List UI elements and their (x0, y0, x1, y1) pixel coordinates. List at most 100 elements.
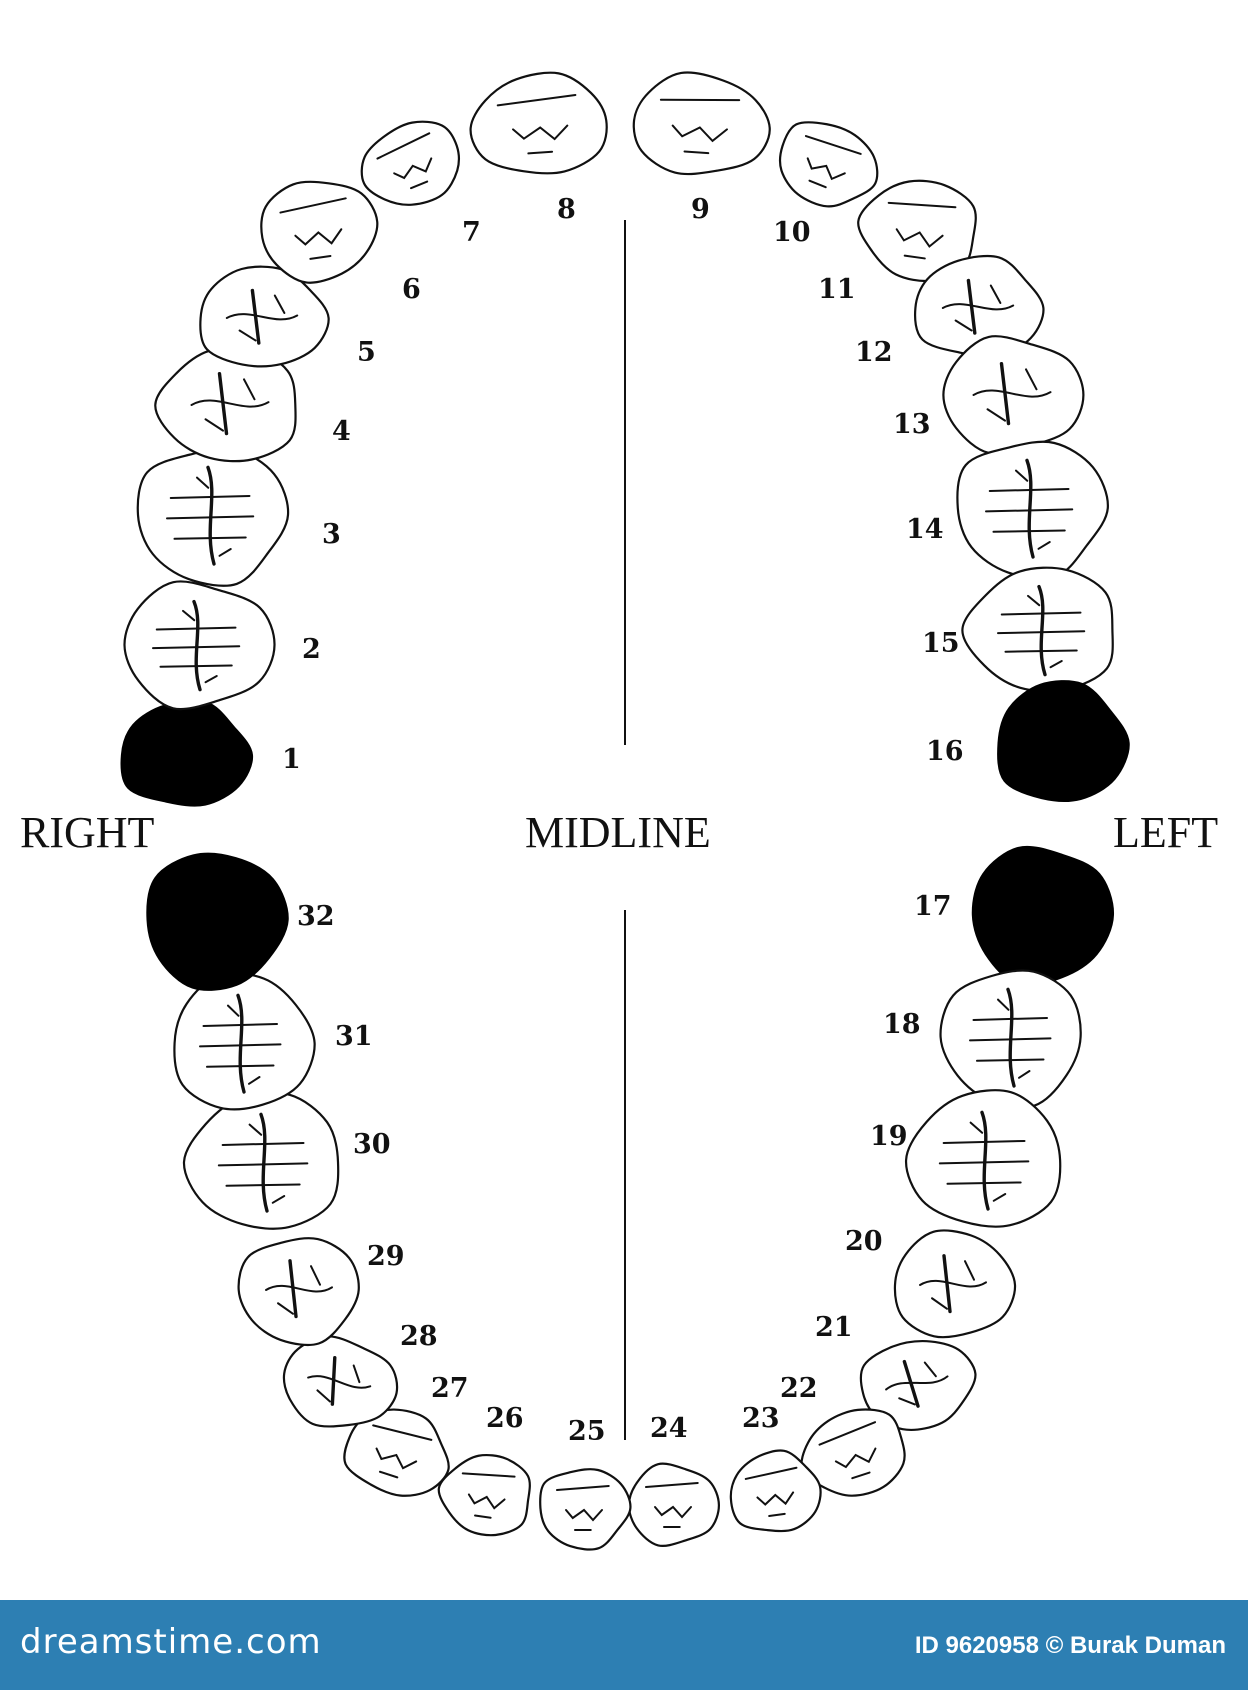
tooth-groove (273, 294, 286, 314)
tooth-number-6: 6 (402, 274, 421, 305)
tooth-2 (123, 580, 276, 711)
tooth-20 (893, 1229, 1017, 1339)
tooth-groove (556, 1485, 610, 1491)
tooth-groove (173, 536, 247, 540)
tooth-groove (227, 1004, 240, 1017)
tooth-outline-9 (632, 71, 771, 176)
tooth-groove (997, 630, 1086, 635)
tooth-groove (527, 150, 554, 155)
tooth-outline-16 (997, 680, 1130, 802)
tooth-9 (632, 71, 771, 176)
tooth-outline-1 (120, 699, 254, 807)
footer-credit: ID 9620958 © Burak Duman (914, 1632, 1226, 1659)
tooth-outline-17 (971, 845, 1115, 987)
tooth-groove (997, 998, 1010, 1011)
tooth-groove (972, 1016, 1048, 1021)
tooth-groove (496, 93, 577, 107)
tooth-groove (972, 389, 1052, 398)
tooth-22 (800, 1408, 906, 1497)
tooth-outline-25 (539, 1468, 632, 1551)
tooth-groove (992, 529, 1066, 533)
tooth-groove (756, 1491, 795, 1506)
tooth-outline-24 (627, 1462, 721, 1547)
tooth-groove (352, 1364, 361, 1384)
tooth-groove (169, 494, 251, 499)
tooth-groove (565, 1508, 603, 1522)
tooth-31 (173, 972, 316, 1111)
tooth-groove (964, 1260, 975, 1281)
tooth-outline-19 (904, 1089, 1062, 1228)
tooth-groove (159, 664, 233, 668)
tooth-groove (986, 408, 1006, 422)
tooth-groove (946, 1181, 1022, 1185)
tooth-groove (271, 1195, 286, 1204)
tooth-8 (469, 71, 608, 175)
tooth-groove (190, 399, 270, 408)
tooth-groove (898, 1397, 916, 1406)
tooth-14 (956, 440, 1109, 580)
tooth-groove (309, 255, 332, 260)
tooth-outline-7 (360, 120, 460, 206)
tooth-groove (166, 515, 255, 520)
tooth-groove (966, 278, 977, 335)
tooth-groove (248, 1123, 263, 1136)
tooth-groove (919, 1279, 987, 1288)
tooth-number-21: 21 (815, 1312, 853, 1343)
tooth-number-12: 12 (855, 337, 893, 368)
tooth-groove (238, 329, 257, 342)
tooth-groove (512, 124, 569, 141)
tooth-4 (154, 346, 297, 463)
midline-label: MIDLINE (525, 808, 711, 857)
tooth-groove (1025, 458, 1035, 559)
tooth-number-28: 28 (400, 1321, 438, 1352)
tooth-groove (206, 465, 216, 566)
tooth-groove (199, 1043, 282, 1048)
tooth-groove (192, 599, 202, 692)
tooth-groove (221, 1141, 305, 1146)
tooth-groove (277, 1302, 294, 1315)
tooth-outline-21 (859, 1339, 977, 1432)
tooth-groove (218, 548, 232, 557)
tooth-number-26: 26 (486, 1403, 524, 1434)
tooth-outline-8 (469, 71, 608, 175)
tooth-groove (806, 157, 846, 181)
tooth-groove (1000, 611, 1082, 616)
tooth-29 (237, 1237, 360, 1347)
tooth-number-32: 32 (297, 901, 335, 932)
tooth-number-29: 29 (367, 1241, 405, 1272)
tooth-groove (903, 254, 926, 260)
tooth-number-13: 13 (893, 409, 931, 440)
tooth-groove (1025, 368, 1038, 391)
tooth-groove (1004, 649, 1078, 653)
tooth-groove (744, 1466, 798, 1480)
tooth-groove (1049, 660, 1063, 669)
tooth-groove (902, 1359, 920, 1408)
tooth-outline-31 (173, 972, 316, 1111)
tooth-number-2: 2 (302, 634, 321, 665)
tooth-groove (887, 201, 957, 209)
tooth-groove (196, 476, 210, 489)
tooth-number-18: 18 (883, 1009, 921, 1040)
tooth-number-22: 22 (780, 1373, 818, 1404)
tooth-groove (999, 361, 1011, 426)
tooth-groove (217, 371, 229, 436)
tooth-groove (217, 1162, 309, 1167)
footer-bar: dreamstime.com ID 9620958 © Burak Duman (0, 1600, 1248, 1690)
tooth-groove (294, 228, 343, 246)
tooth-groove (236, 993, 246, 1094)
tooth-groove (259, 1112, 269, 1213)
tooth-groove (467, 1493, 506, 1510)
tooth-groove (818, 1421, 877, 1446)
tooth-groove (316, 1389, 331, 1403)
footer-brand[interactable]: dreamstime.com (20, 1622, 322, 1662)
tooth-25 (539, 1468, 632, 1551)
tooth-groove (372, 1424, 433, 1441)
tooth-number-24: 24 (650, 1413, 688, 1444)
tooth-groove (851, 1471, 871, 1480)
tooth-groove (155, 626, 237, 631)
tooth-outline-13 (942, 335, 1085, 455)
tooth-number-30: 30 (353, 1129, 391, 1160)
tooth-3 (136, 447, 290, 587)
tooth-groove (182, 609, 196, 622)
